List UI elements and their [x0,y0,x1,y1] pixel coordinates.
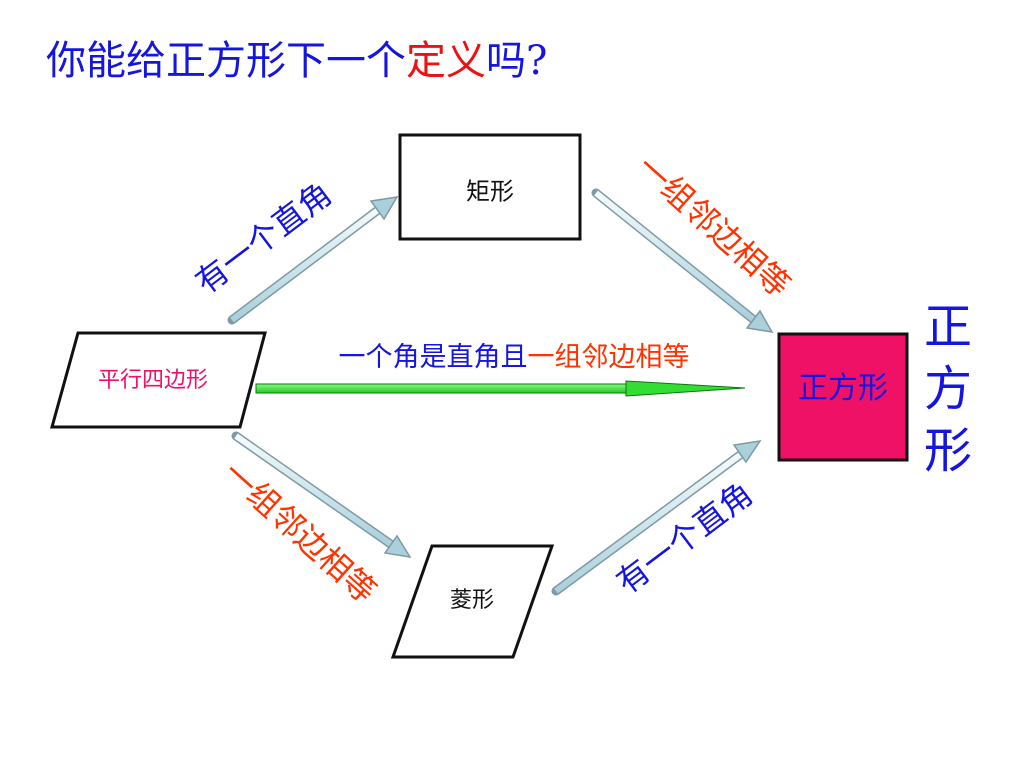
rectangle-node: 矩形 [398,133,582,241]
rhombus-label: 菱形 [450,588,494,613]
edge-label-para-square-part1: 一个角是直角且 [339,342,528,373]
edge-label-para-square-part2: 一组邻边相等 [528,342,690,373]
edge-label-rect-square: 一组邻边相等 [630,148,798,305]
edge-label-para-square: 一个角是直角且一组邻边相等 [339,342,690,373]
arrow-para-to-square [255,380,746,397]
arrow-para-to-rhombus [231,431,412,558]
parallelogram-label: 平行四边形 [98,368,208,393]
arrow-rhombus-to-square [551,439,762,596]
title-highlight: 定义 [406,38,486,84]
edge-label-para-rect: 有一个直角 [188,175,339,302]
arrow-rect-to-square [591,188,774,333]
rectangle-label: 矩形 [466,178,514,206]
square-label: 正方形 [798,371,888,406]
arrow-para-to-rect [227,196,399,325]
side-label-square: 正 方 形 [923,299,972,479]
title-text: 你能给正方形下一个 [46,38,406,84]
rhombus-node: 菱形 [390,544,555,659]
parallelogram-node: 平行四边形 [50,331,267,429]
page-title: 你能给正方形下一个定义吗? [46,28,547,86]
title-question: 吗? [486,38,548,84]
square-node: 正方形 [777,332,909,462]
